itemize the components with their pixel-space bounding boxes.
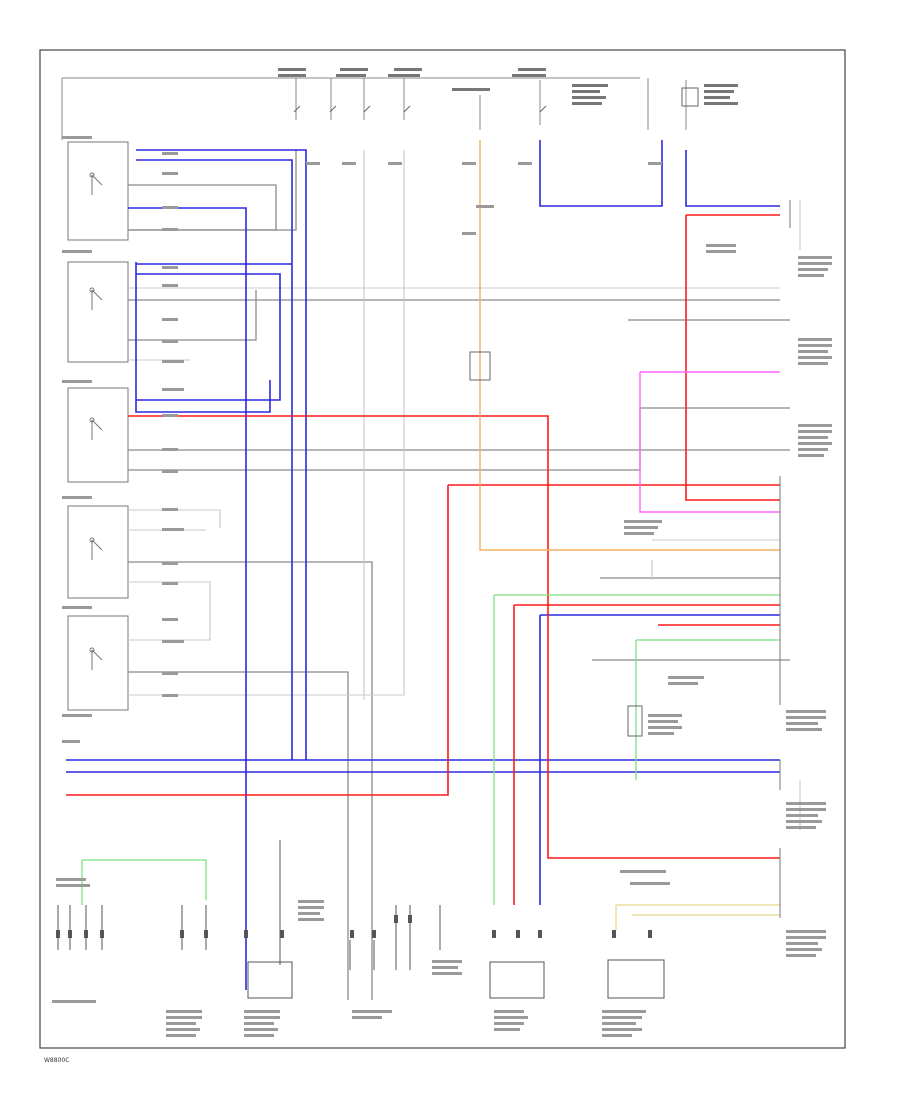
component-small-2 — [627, 705, 643, 737]
blurred-labels — [52, 136, 832, 1037]
relay-4 — [67, 505, 129, 599]
gray-wires — [128, 150, 790, 1000]
blue-wires — [66, 140, 780, 990]
page-reference: W8800C — [44, 1057, 69, 1064]
bottom-components — [57, 840, 665, 999]
diagram-border — [39, 49, 846, 1049]
inline-components — [293, 87, 699, 737]
bottom-comp-b — [489, 961, 545, 999]
relay-3 — [67, 387, 129, 483]
orange-wires — [479, 140, 780, 551]
green-wires — [81, 594, 780, 905]
ecu-connector-stack — [779, 200, 791, 918]
relay-column — [67, 141, 129, 711]
pin-marks — [56, 915, 652, 938]
red-wires — [66, 214, 780, 905]
relay-1 — [67, 141, 129, 241]
light-wires — [128, 150, 801, 830]
component-small-1 — [681, 87, 699, 107]
yellow-wires — [615, 904, 780, 930]
relay-5 — [67, 615, 129, 711]
top-power-area — [61, 77, 687, 140]
bottom-comp-c — [607, 959, 665, 999]
relay-2 — [67, 261, 129, 363]
pink-wires — [639, 371, 780, 513]
relay-mid — [469, 351, 491, 381]
bottom-comp-a — [247, 961, 293, 999]
fuse-labels — [278, 68, 738, 105]
